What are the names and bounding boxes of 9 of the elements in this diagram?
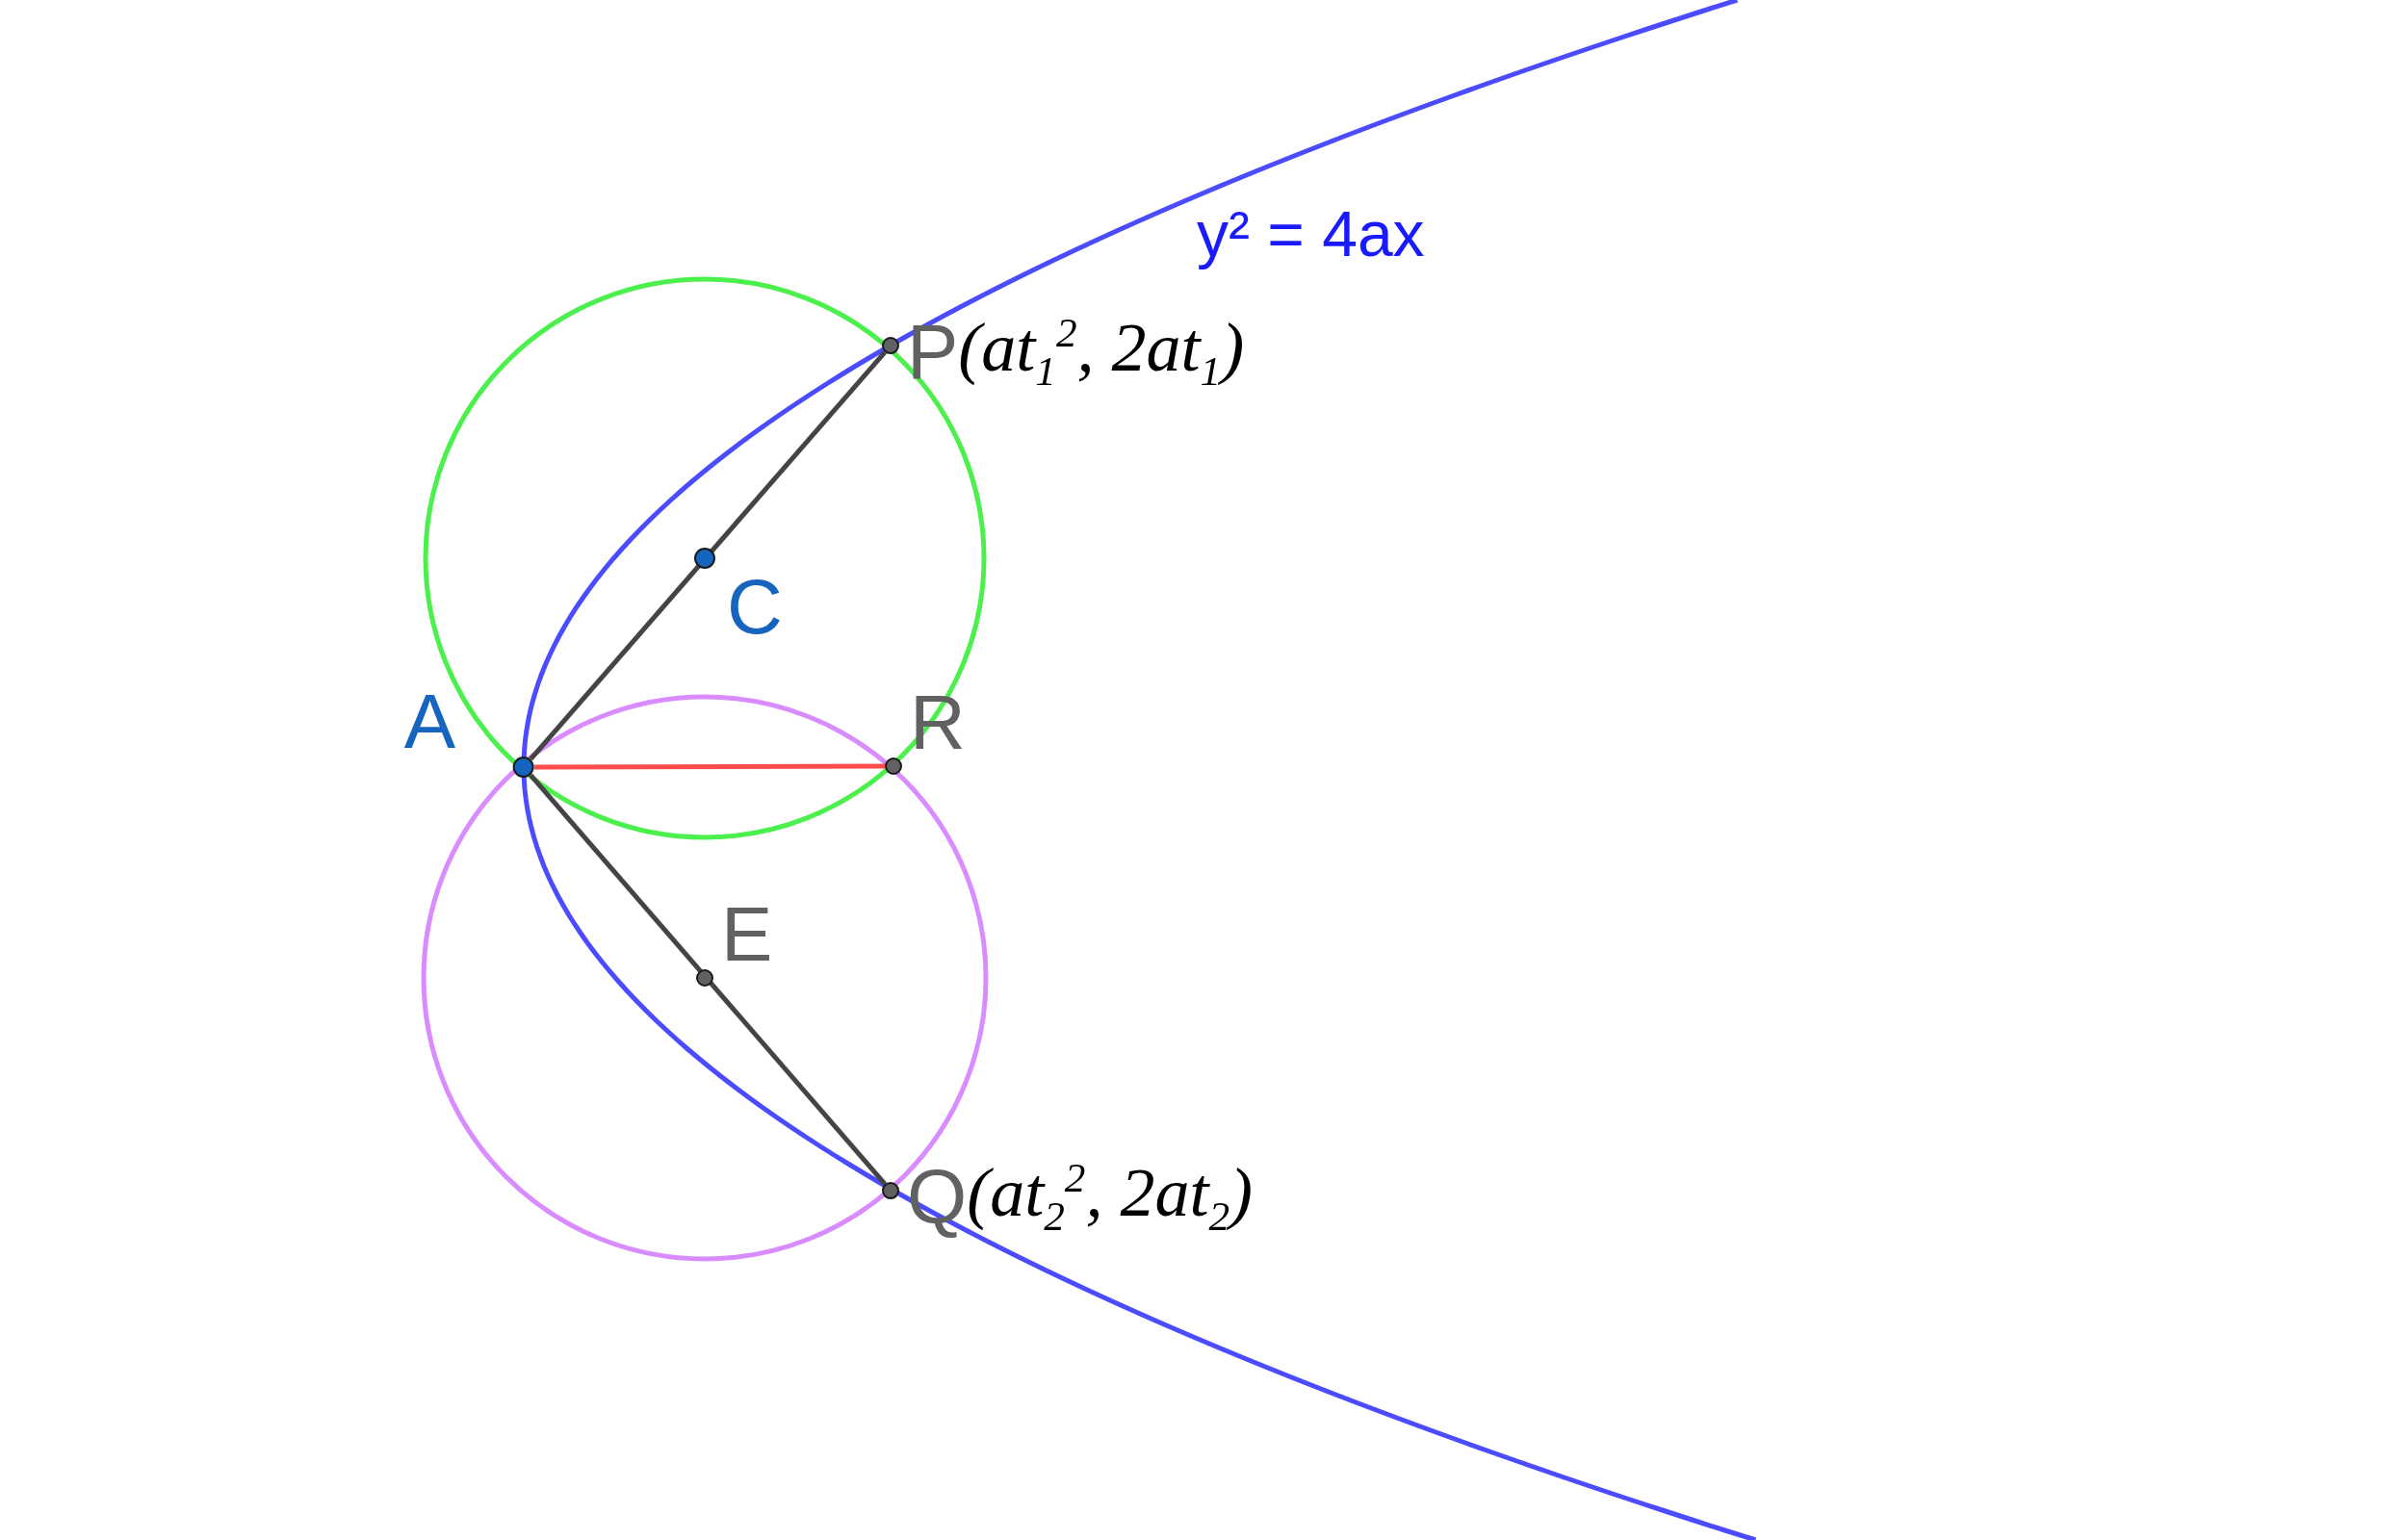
point-label: C xyxy=(727,569,783,646)
coordinate-label: (at$_{1}$$^{2}$, 2at$_{1}$) xyxy=(958,310,1245,395)
point-label: A xyxy=(403,683,455,760)
coordinate-label: (at$_{2}$$^{2}$, 2at$_{2}$) xyxy=(967,1155,1253,1240)
point-label: P xyxy=(907,314,959,391)
line-segment xyxy=(529,773,887,1186)
equation-label: y² = 4ax xyxy=(1197,197,1425,270)
line-segment xyxy=(529,350,887,761)
point-label: E xyxy=(721,896,773,973)
